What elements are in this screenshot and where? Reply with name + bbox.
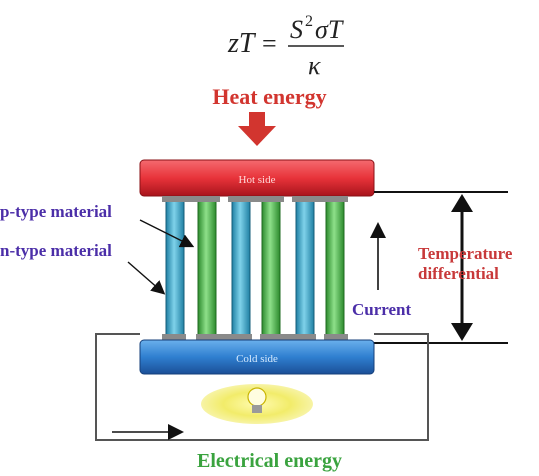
p-leg-1 xyxy=(165,199,185,337)
p-leg-3 xyxy=(295,199,315,337)
p-type-pointer xyxy=(139,219,195,248)
n-type-pointer xyxy=(127,261,166,295)
formula-lhs: zT xyxy=(227,28,257,59)
zt-formula: zT = S 2 σT κ xyxy=(227,13,344,80)
n-leg-3 xyxy=(325,199,345,337)
heat-energy-label: Heat energy xyxy=(212,84,327,109)
heat-arrow-icon xyxy=(238,112,276,146)
p-type-label: p-type material xyxy=(0,202,112,221)
thermoelectric-legs xyxy=(165,199,345,337)
n-leg-2 xyxy=(261,199,281,337)
circuit-wire xyxy=(95,333,429,441)
n-type-label: n-type material xyxy=(0,241,112,260)
hot-side-plate: Hot side xyxy=(139,159,375,197)
n-leg-1 xyxy=(197,199,217,337)
formula-numerator-exponent: 2 xyxy=(305,13,313,30)
temperature-label: Temperature xyxy=(418,244,513,263)
formula-numerator-base: S xyxy=(290,15,303,44)
p-leg-2 xyxy=(231,199,251,337)
bottom-connectors xyxy=(162,334,348,340)
cold-side-label: Cold side xyxy=(236,353,278,365)
cold-side-plate: Cold side xyxy=(139,339,375,375)
light-bulb-icon xyxy=(201,384,313,424)
formula-equals: = xyxy=(262,29,277,58)
hot-side-label: Hot side xyxy=(239,174,276,186)
temperature-differential-arrow-icon xyxy=(451,194,473,341)
top-connectors xyxy=(162,196,348,202)
differential-label: differential xyxy=(418,264,499,283)
electrical-energy-label: Electrical energy xyxy=(197,450,342,472)
formula-denominator: κ xyxy=(308,51,321,80)
formula-numerator-rest: σT xyxy=(315,15,344,44)
current-label: Current xyxy=(352,300,412,319)
